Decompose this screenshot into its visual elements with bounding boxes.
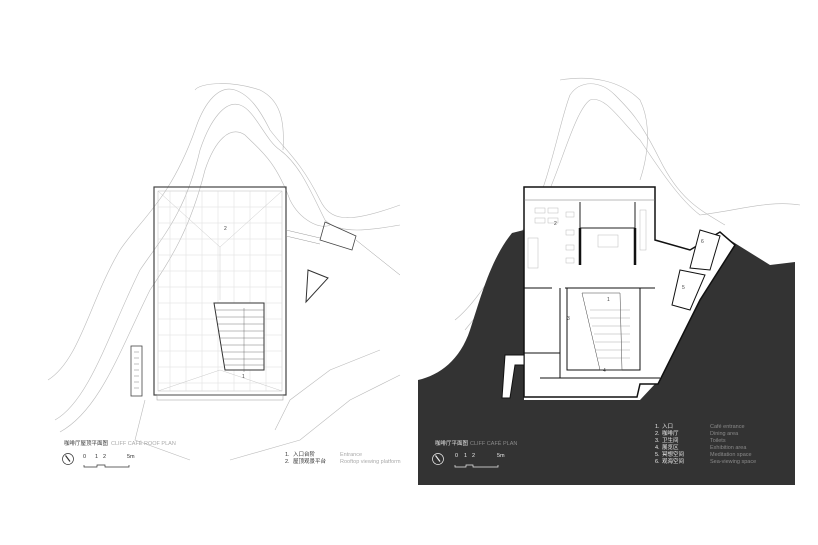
north-arrow-and-scale-bar xyxy=(432,453,499,468)
room-number-3: 3 xyxy=(567,316,570,322)
legend-num: 1. xyxy=(285,452,290,458)
legend-cn: 展览区 xyxy=(662,445,679,451)
right-cafe-building xyxy=(501,186,736,399)
room-number-2: 2 xyxy=(224,226,227,232)
left-roof-building xyxy=(130,186,401,401)
legend-cn: 入口 xyxy=(662,424,674,430)
scale-tick: 1 xyxy=(464,453,468,459)
left-terrain-contours xyxy=(47,83,401,461)
scale-tick: 2 xyxy=(472,453,476,459)
legend-cn: 冥想空间 xyxy=(662,452,685,458)
room-number-5: 5 xyxy=(682,285,685,291)
scale-tick: 1 xyxy=(95,454,99,460)
scale-tick: 5m xyxy=(497,453,505,459)
north-arrow-icon xyxy=(62,453,74,465)
room-number-1: 1 xyxy=(607,297,610,303)
north-arrow-icon xyxy=(432,453,444,465)
legend-en: Dining area xyxy=(710,431,739,437)
legend-num: 2. xyxy=(285,459,290,465)
scale-tick: 0 xyxy=(83,454,87,460)
legend-en: Rooftop viewing platform xyxy=(340,459,401,465)
legend-en: Entrance xyxy=(340,452,363,458)
legend-en: Toilets xyxy=(710,438,726,444)
scale-tick: 0 xyxy=(455,453,459,459)
left-title-en: CLIFF CAFÉ ROOF PLAN xyxy=(111,441,176,447)
legend-num: 1. xyxy=(655,424,660,430)
right-title-cn: 咖啡厅平面图 xyxy=(435,441,469,447)
legend-num: 5. xyxy=(655,452,660,458)
legend-cn: 咖啡厅 xyxy=(662,431,679,437)
legend-cn: 卫生间 xyxy=(662,438,679,444)
left-title-cn: 咖啡厅屋顶平面图 xyxy=(64,441,109,447)
legend-en: Café entrance xyxy=(710,424,745,430)
room-number-2: 2 xyxy=(554,221,557,227)
room-number-4: 4 xyxy=(603,368,606,374)
legend-en: Sea-viewing space xyxy=(710,459,757,465)
legend-num: 6. xyxy=(655,459,660,465)
legend-num: 4. xyxy=(655,445,660,451)
room-number-6: 6 xyxy=(701,239,704,245)
legend-en: Meditation space xyxy=(710,452,752,458)
legend-cn: 屋顶观景平台 xyxy=(293,459,327,465)
legend-num: 3. xyxy=(655,438,660,444)
legend-en: Exhibition area xyxy=(710,445,747,451)
scale-tick: 5m xyxy=(127,454,135,460)
legend-cn: 观海空间 xyxy=(662,459,685,465)
legend-cn: 入口台阶 xyxy=(293,452,316,458)
north-arrow-and-scale-bar xyxy=(62,453,130,468)
right-title-en: CLIFF CAFÉ PLAN xyxy=(470,441,518,447)
room-number-1: 1 xyxy=(242,374,245,380)
scale-tick: 2 xyxy=(103,454,107,460)
legend-num: 2. xyxy=(655,431,660,437)
